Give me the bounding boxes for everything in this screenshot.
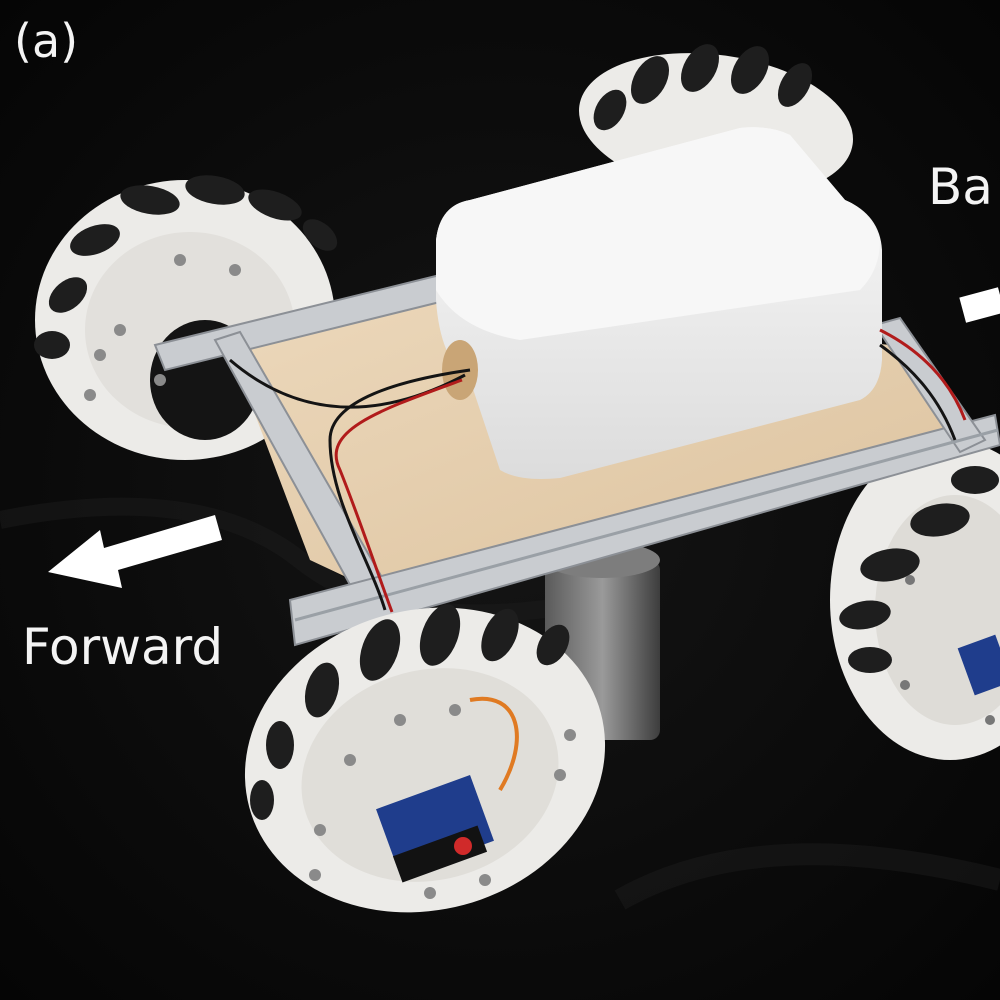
frame-rail-bottom xyxy=(288,413,1000,647)
servo xyxy=(957,634,1000,696)
electronics-enclosure xyxy=(436,127,882,480)
backward-label: Ba xyxy=(928,158,993,216)
wiring xyxy=(229,328,967,613)
rear-right-wheel xyxy=(830,440,1000,760)
front-right-wheel xyxy=(244,604,606,913)
cloth-fold xyxy=(614,843,1000,910)
servo xyxy=(376,775,494,883)
forward-label: Forward xyxy=(22,618,224,676)
forward-arrow-icon xyxy=(48,515,222,588)
frame-rail-right xyxy=(873,316,987,454)
backward-arrow-icon xyxy=(959,287,1000,323)
panel-label: (a) xyxy=(14,14,79,68)
